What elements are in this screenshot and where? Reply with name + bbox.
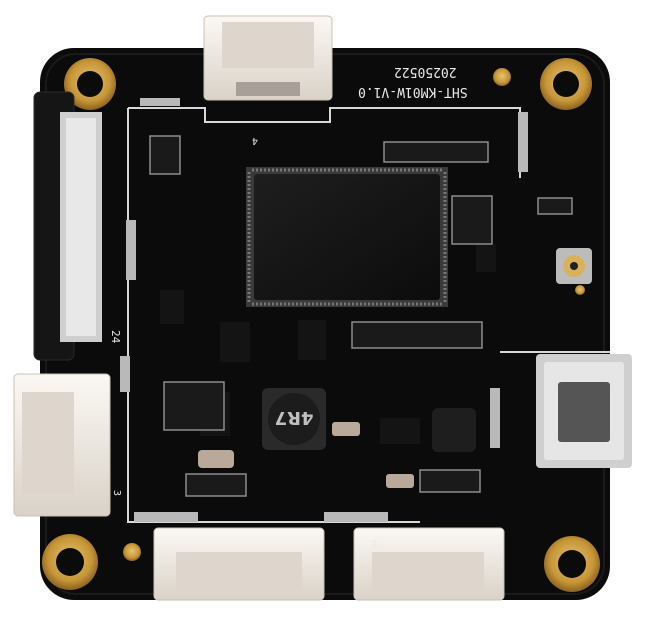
inductor — [262, 388, 326, 450]
inductor-marking: 4R7 — [275, 407, 314, 428]
main-processor-chip — [246, 167, 448, 307]
pin-label-left: 3 — [111, 490, 122, 496]
micro-usb-port — [536, 354, 632, 468]
mounting-holes — [42, 58, 600, 592]
antenna-connector — [556, 248, 592, 284]
pin-label-fpc: 24 — [109, 330, 122, 344]
jst-connector-bottom-right — [353, 527, 505, 601]
board-model-label: SHT-KM01W-V1.0 — [358, 84, 468, 99]
jst-connector-top — [203, 15, 333, 101]
pin-label-top: 4 — [252, 135, 258, 146]
jst-connector-left — [13, 373, 111, 517]
smd-components — [120, 98, 573, 522]
pin-label-bottom: 1 — [372, 537, 378, 548]
jst-connector-bottom-left — [153, 527, 325, 601]
fpc-connector — [33, 91, 102, 361]
board-date-code: 20250522 — [394, 64, 457, 79]
